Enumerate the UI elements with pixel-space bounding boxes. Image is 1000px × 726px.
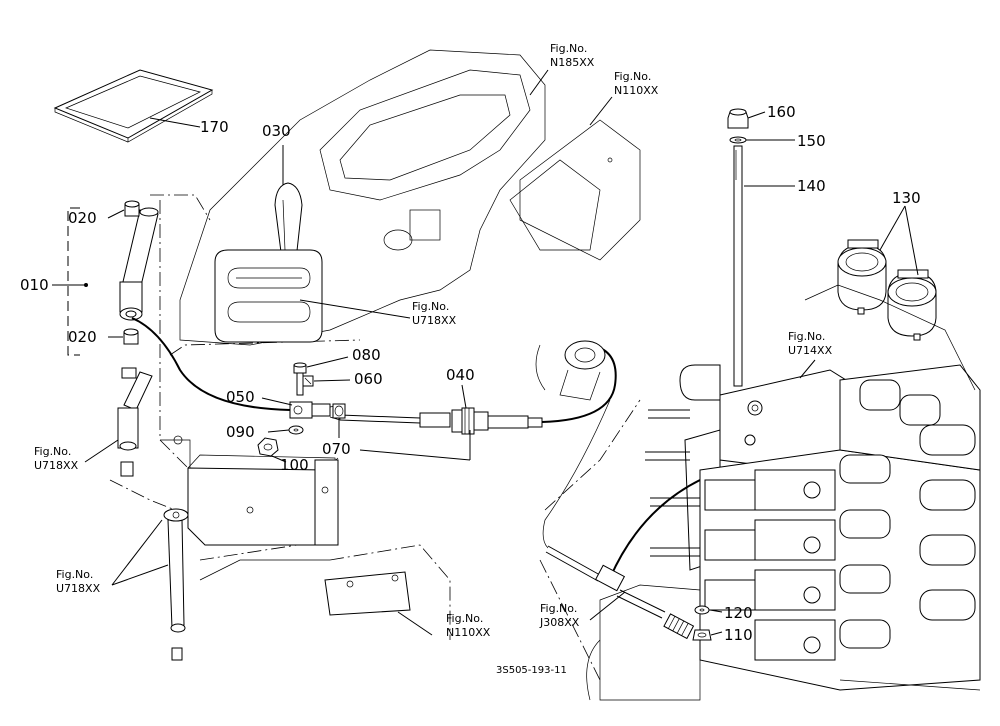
part-label-150: 150: [797, 132, 826, 150]
bushing-020-top: [124, 200, 140, 217]
link-rod-lower: [163, 508, 189, 661]
pivot-arm-left: [117, 367, 153, 477]
figref-n110-bottom-line2: N110XX: [446, 626, 491, 639]
part-label-020-bottom: 020: [68, 328, 97, 346]
valve-spools: [839, 379, 976, 649]
part-label-120: 120: [724, 604, 753, 622]
coupler-130-left: [837, 239, 887, 315]
part-label-010: 010: [20, 276, 49, 294]
washer-120: [694, 605, 710, 615]
part-label-050: 050: [226, 388, 255, 406]
washer-150: [729, 136, 747, 144]
figref-u718-bottom-line1: Fig.No.: [56, 568, 93, 581]
part-label-030: 030: [262, 122, 291, 140]
clip-060: [302, 375, 314, 387]
cable-route-dash: [542, 399, 611, 549]
coupler-130-right: [887, 269, 937, 341]
figref-u718-left-line2: U718XX: [34, 459, 79, 472]
figref-n185-line1: Fig.No.: [550, 42, 587, 55]
assembly-bracket-010: [67, 207, 80, 356]
part-label-140: 140: [797, 177, 826, 195]
figref-n110-top-line2: N110XX: [614, 84, 659, 97]
part-label-080: 080: [352, 346, 381, 364]
bushing-020-bottom: [123, 328, 139, 345]
nut-110: [692, 629, 712, 641]
tie-rod-140: [733, 145, 743, 387]
mounting-bracket: [160, 435, 339, 546]
cable-inner-left: [131, 317, 291, 411]
cable-end-j308: [545, 545, 695, 640]
figref-j308-line1: Fig.No.: [540, 602, 577, 615]
part-label-090: 090: [226, 423, 255, 441]
part-label-020-top: 020: [68, 209, 97, 227]
drawing-code: 3S505-193-11: [496, 665, 567, 676]
part-label-110: 110: [724, 626, 753, 644]
cable-assembly-040: [339, 407, 543, 435]
floor-bracket-bottom: [199, 559, 411, 616]
part-label-040: 040: [446, 366, 475, 384]
part-label-170: 170: [200, 118, 229, 136]
washer-090: [288, 425, 304, 435]
part-label-060: 060: [354, 370, 383, 388]
control-valve-block: [586, 364, 981, 701]
shift-gate-plate: [214, 249, 323, 343]
part-label-130: 130: [892, 189, 921, 207]
shift-knob: [274, 182, 303, 261]
clamp-070: [332, 403, 346, 419]
valve-studs: [645, 409, 700, 557]
figref-n110-bottom-line1: Fig.No.: [446, 612, 483, 625]
figref-u714-line1: Fig.No.: [788, 330, 825, 343]
figref-n110-top-line1: Fig.No.: [614, 70, 651, 83]
figref-u718-mid-line1: Fig.No.: [412, 300, 449, 313]
part-label-070: 070: [322, 440, 351, 458]
shift-lever-arm: [119, 207, 159, 321]
operator-manual: [53, 69, 214, 143]
part-label-100: 100: [280, 456, 309, 474]
part-label-160: 160: [767, 103, 796, 121]
nut-160: [727, 108, 749, 129]
figref-u718-left-line1: Fig.No.: [34, 445, 71, 458]
cable-to-valve: [609, 479, 701, 579]
nut-100: [257, 437, 279, 457]
cable-guide-ring: [535, 340, 606, 401]
figref-u718-mid-line2: U718XX: [412, 314, 457, 327]
cable-inner-right: [541, 344, 617, 423]
cable-yoke-050: [289, 401, 341, 421]
figref-u718-bottom-line2: U718XX: [56, 582, 101, 595]
valve-sections: [704, 469, 836, 661]
figref-u714-line2: U714XX: [788, 344, 833, 357]
figref-n185-line2: N185XX: [550, 56, 595, 69]
figref-j308-line2: J308XX: [539, 616, 580, 629]
